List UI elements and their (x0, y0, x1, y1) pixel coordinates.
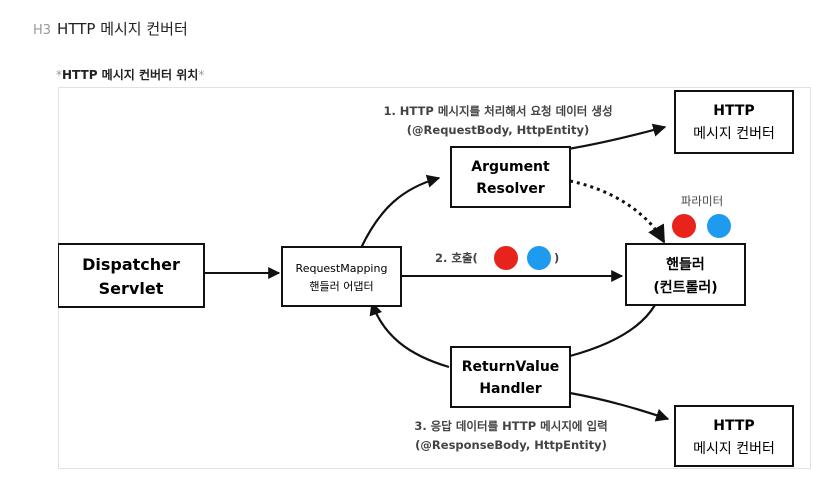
diagram-figure: Dispatcher Servlet RequestMapping 핸들러 어댑… (57, 87, 811, 469)
section-heading: H3 HTTP 메시지 컨버터 (33, 18, 188, 39)
message-converter-top-box: HTTP 메시지 컨버터 (674, 90, 794, 154)
argument-resolver-label-line2: Resolver (476, 181, 545, 197)
caption-text: HTTP 메시지 컨버터 위치 (62, 68, 199, 82)
adapter-to-argument-resolver-arrow (360, 174, 441, 249)
return-value-handler-to-converter-arrow (569, 391, 670, 422)
dispatcher-label-line1: Dispatcher (82, 255, 180, 274)
step3-annotation: (@ResponseBody, HttpEntity) (415, 438, 607, 452)
dispatcher-servlet-box: Dispatcher Servlet (57, 243, 205, 308)
step3-label: 3. 응답 데이터를 HTTP 메시지에 입력 (414, 419, 607, 433)
handler-label-line1: 핸들러 (666, 257, 705, 273)
caption-star-left: * (56, 68, 62, 82)
adapter-label-line1: RequestMapping (296, 262, 388, 275)
step1-label: 1. HTTP 메시지를 처리해서 요청 데이터 생성 (383, 104, 612, 118)
return-value-handler-label-line1: ReturnValue (462, 359, 560, 375)
handler-adapter-box: RequestMapping 핸들러 어댑터 (281, 246, 402, 307)
argument-resolver-box: Argument Resolver (450, 146, 571, 208)
argument-resolver-label-line1: Argument (471, 159, 550, 175)
red-parameter-dot (494, 246, 518, 270)
return-value-handler-to-adapter-arrow (369, 301, 450, 369)
return-value-handler-label-line2: Handler (479, 381, 541, 397)
handler-label-line2: (컨트롤러) (653, 279, 717, 296)
converter-top-label-line2: 메시지 컨버터 (693, 126, 775, 142)
dispatcher-label-line2: Servlet (99, 279, 164, 298)
argument-resolver-to-converter-arrow (567, 123, 667, 151)
step2-label-prefix: 2. 호출( (435, 251, 478, 265)
step2-label-suffix: ) (554, 251, 559, 265)
blue-parameter-dot (707, 214, 731, 238)
converter-bottom-label-line2: 메시지 컨버터 (693, 441, 775, 457)
figure-caption: *HTTP 메시지 컨버터 위치* (56, 66, 204, 83)
handler-to-return-value-handler-curve (569, 304, 656, 358)
red-parameter-dot (672, 214, 696, 238)
diagram-svg: Dispatcher Servlet RequestMapping 핸들러 어댑… (57, 87, 811, 469)
heading-title: HTTP 메시지 컨버터 (57, 20, 188, 38)
message-converter-bottom-box: HTTP 메시지 컨버터 (674, 405, 794, 467)
heading-level-icon: H3 (33, 23, 52, 38)
step1-annotation: (@RequestBody, HttpEntity) (407, 123, 589, 137)
converter-top-label-line1: HTTP (713, 103, 754, 119)
adapter-label-line2: 핸들러 어댑터 (309, 280, 373, 293)
handler-controller-box: 핸들러 (컨트롤러) (625, 243, 746, 306)
parameters-label: 파라미터 (681, 194, 723, 208)
return-value-handler-box: ReturnValue Handler (450, 346, 571, 408)
caption-star-right: * (198, 68, 205, 82)
blue-parameter-dot (527, 246, 551, 270)
argument-resolver-to-handler-dotted-arrow (569, 179, 666, 244)
converter-bottom-label-line1: HTTP (713, 418, 754, 434)
